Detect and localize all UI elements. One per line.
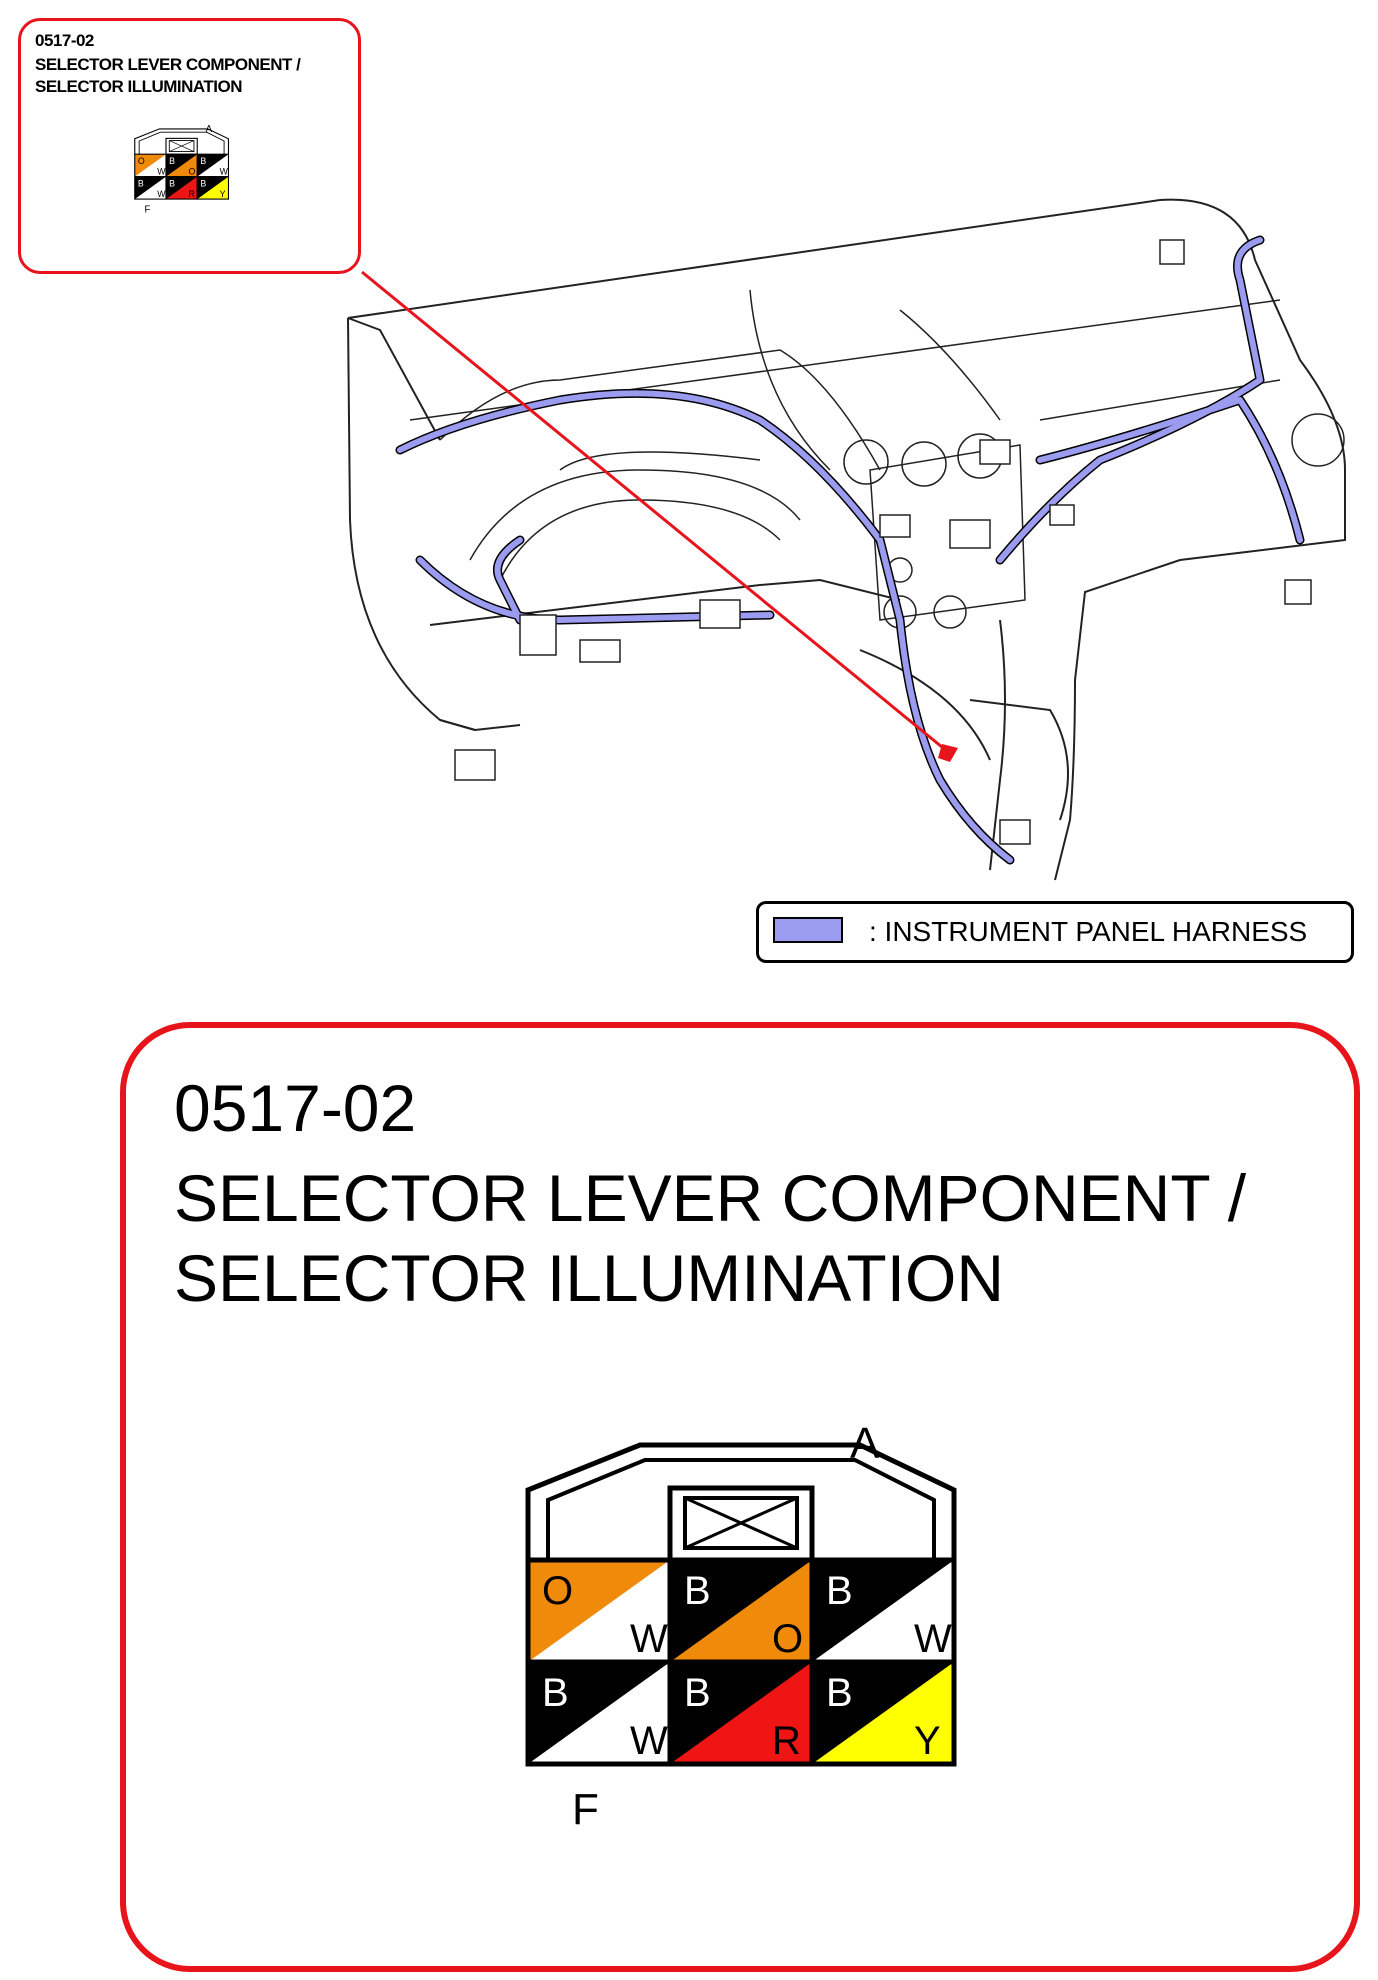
connector-pin-3-upper-letter: B [826, 1569, 853, 1613]
connector-pin-6-lower-letter: Y [220, 189, 226, 199]
connector-pin-5-upper-fill [670, 1662, 812, 1764]
large-connector-title-line1: SELECTOR LEVER COMPONENT / [174, 1161, 1247, 1235]
connector-pin-6-border [809, 1659, 957, 1767]
small-connector-callout: 0517-02 SELECTOR LEVER COMPONENT / SELEC… [18, 18, 361, 274]
connector-pin-4-lower-letter: W [630, 1719, 668, 1763]
connector-pin-2-upper-letter: B [684, 1569, 711, 1613]
connector-pin-5-upper-letter: B [684, 1671, 711, 1715]
connector-pin-3-upper-letter: B [200, 156, 206, 166]
connector-pin-6-lower-letter: Y [914, 1719, 941, 1763]
connector-pin-2-upper-fill [166, 154, 198, 177]
connector-pin-4-upper-letter: B [542, 1671, 569, 1715]
connector-label-f: F [572, 1785, 599, 1834]
connector-pin-2-upper-fill [670, 1560, 812, 1662]
harness-legend-label: : INSTRUMENT PANEL HARNESS [869, 916, 1308, 947]
connector-label-f: F [144, 204, 150, 215]
small-connector-title-line1: SELECTOR LEVER COMPONENT / [35, 55, 301, 74]
harness-legend-swatch [773, 917, 843, 943]
connector-pin-1-lower-letter: W [630, 1617, 668, 1661]
connector-pin-5-upper-letter: B [169, 178, 175, 188]
connector-pin-1-upper-fill [528, 1560, 670, 1662]
connector-pin-5-upper-fill [166, 176, 198, 200]
connector-housing-inner [546, 1458, 936, 1560]
connector-pin-3-upper-fill [812, 1560, 954, 1662]
connector-housing-inner [138, 131, 225, 155]
large-connector-code: 0517-02 [174, 1071, 417, 1145]
connector-latch-cross [169, 140, 195, 152]
connector-label-a: A [206, 124, 213, 135]
connector-pin-3-lower-letter: W [220, 166, 229, 176]
connector-pin-1-upper-letter: O [138, 156, 145, 166]
connector-pin-3-lower-letter: W [914, 1617, 952, 1661]
connector-pin-2-upper-letter: B [169, 156, 175, 166]
connector-pin-6-upper-fill [197, 176, 229, 200]
connector-pin-1-upper-letter: O [542, 1569, 573, 1613]
harness-legend: : INSTRUMENT PANEL HARNESS [756, 901, 1354, 963]
connector-pin-6-border [196, 176, 230, 200]
large-connector-title-line2: SELECTOR ILLUMINATION [174, 1241, 1005, 1315]
connector-pin-4-upper-fill [528, 1662, 670, 1764]
connector-pin-6-upper-letter: B [826, 1671, 853, 1715]
connector-pin-4-lower-letter: W [157, 189, 166, 199]
connector-pin-5-lower-letter: R [772, 1719, 801, 1763]
small-connector-code: 0517-02 [35, 31, 94, 50]
instrument-panel-drawing [347, 198, 1346, 881]
connector-label-a: A [850, 1419, 880, 1468]
connector-pin-5-lower-letter: R [188, 189, 194, 199]
connector-pin-2-lower-letter: O [772, 1617, 803, 1661]
small-connector-title-line2: SELECTOR ILLUMINATION [35, 77, 243, 96]
connector-pin-4-upper-letter: B [138, 178, 144, 188]
connector-pin-6-upper-fill [812, 1662, 954, 1764]
connector-pin-6-upper-letter: B [200, 178, 206, 188]
connector-latch-cross [684, 1496, 798, 1550]
connector-pin-1-lower-letter: W [157, 166, 166, 176]
connector-pin-2-lower-letter: O [188, 166, 195, 176]
